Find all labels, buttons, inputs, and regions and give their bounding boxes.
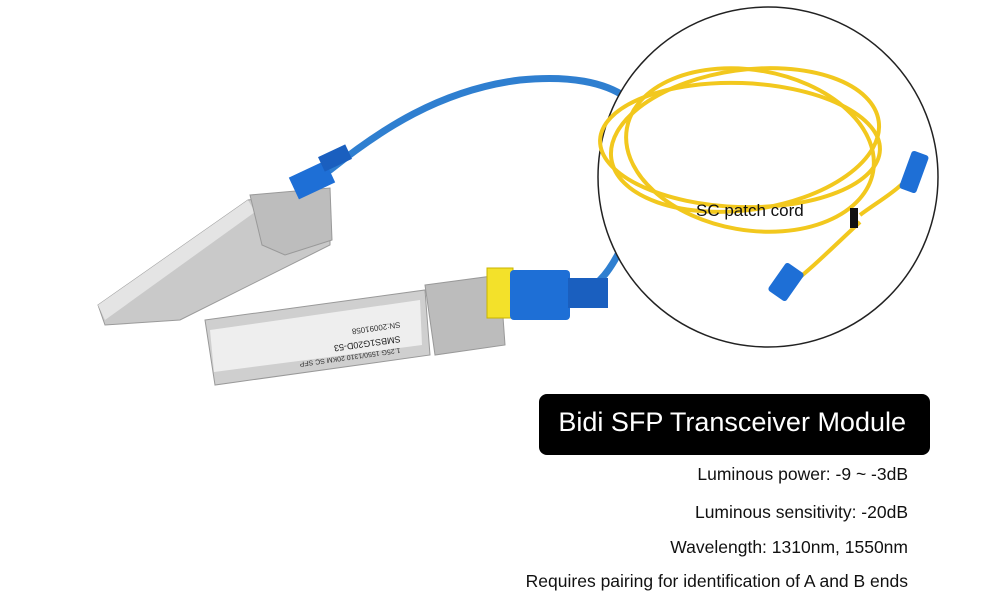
product-title-banner: Bidi SFP Transceiver Module xyxy=(539,394,930,455)
patch-cord-callout: SC patch cord xyxy=(696,201,804,220)
patch-cord-inset xyxy=(597,6,939,348)
spec-wavelength: Wavelength: 1310nm, 1550nm xyxy=(670,537,908,557)
sfp-module-back xyxy=(97,144,352,326)
spec-luminous-power: Luminous power: -9 ~ -3dB xyxy=(697,464,908,484)
product-title: Bidi SFP Transceiver Module xyxy=(558,407,906,437)
sfp-module-front: SN:20091058 SMBS1G20D-53 1.25G 1550/1310… xyxy=(204,267,608,386)
spec-luminous-sensitivity: Luminous sensitivity: -20dB xyxy=(694,502,908,522)
spec-pairing-note: Requires pairing for identification of A… xyxy=(525,571,908,591)
